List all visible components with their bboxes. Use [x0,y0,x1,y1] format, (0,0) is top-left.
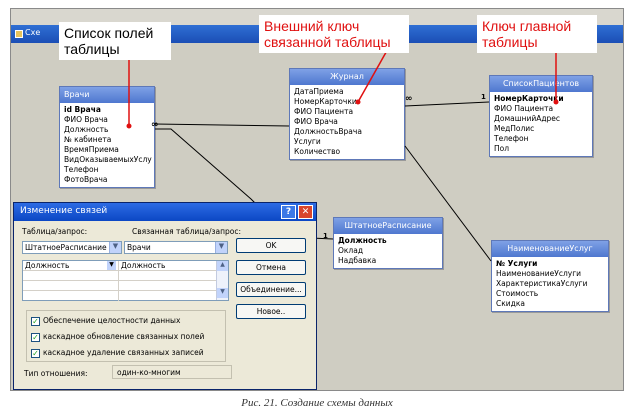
create-new-button[interactable]: Новое.. [236,304,306,319]
field-item[interactable]: Телефон [64,165,99,174]
field-item[interactable]: Количество [294,147,341,156]
table-services-title[interactable]: НаименованиеУслуг [492,241,608,257]
grid-cell-right[interactable] [119,281,216,291]
field-item[interactable]: Должность [338,236,387,245]
checkbox-label: каскадное обновление связанных полей [43,332,205,341]
field-item[interactable]: ДатаПриема [294,87,344,96]
integrity-options: ✓Обеспечение целостности данных ✓каскадн… [26,310,226,362]
grid-cell-right[interactable] [119,291,216,301]
table-doctors-fields: id Врача ФИО Врача Должность № кабинета … [60,103,154,187]
field-item[interactable]: Услуги [294,137,321,146]
table-journal-fields: ДатаПриема НомерКарточки ФИО Пациента ФИ… [290,85,404,159]
field-item[interactable]: ХарактеристикаУслуги [496,279,588,288]
table-combo[interactable]: ШтатноеРасписание ▼ [22,241,122,254]
grid-row[interactable] [23,291,216,301]
grid-left-value: Должность [25,261,70,270]
window-title-text: Схе [25,28,41,37]
callout-primary-key: Ключ главной таблицы [477,15,597,53]
figure-caption: Рис. 21. Создание схемы данных [241,397,393,409]
field-item[interactable]: № Услуги [496,259,538,268]
field-item[interactable]: Оклад [338,246,364,255]
window-icon [15,30,23,38]
table-doctors-title[interactable]: Врачи [60,87,154,103]
edit-relationships-dialog[interactable]: Изменение связей ? ✕ Таблица/запрос: Свя… [13,202,317,390]
cancel-button[interactable]: Отмена [236,260,306,275]
table-services[interactable]: НаименованиеУслуг № Услуги НаименованиеУ… [491,240,609,312]
grid-row[interactable]: Должность ▼ Должность [23,261,216,271]
table-staff-title[interactable]: ШтатноеРасписание [334,218,442,234]
grid-cell-left[interactable] [23,281,119,291]
field-item[interactable]: Пол [494,144,510,153]
checkbox-label: каскадное удаление связанных записей [43,348,204,357]
chevron-down-icon[interactable]: ▼ [215,242,227,253]
grid-row[interactable] [23,281,216,291]
table-services-fields: № Услуги НаименованиеУслуги Характеристи… [492,257,608,311]
cascade-delete-checkbox[interactable]: ✓каскадное удаление связанных записей [31,348,204,358]
dialog-title: Изменение связей [20,206,108,216]
table-journal-title[interactable]: Журнал [290,69,404,85]
field-item[interactable]: № кабинета [64,135,112,144]
table-patients[interactable]: СписокПациентов НомерКарточки ФИО Пациен… [489,75,593,157]
chevron-down-icon[interactable]: ▼ [107,261,116,270]
table-staff[interactable]: ШтатноеРасписание Должность Оклад Надбав… [333,217,443,269]
close-icon[interactable]: ✕ [298,205,313,219]
related-table-label: Связанная таблица/запрос: [132,227,242,236]
table-staff-fields: Должность Оклад Надбавка [334,234,442,268]
callout-fields-list: Список полей таблицы [59,22,171,60]
relation-type-value: один-ко-многим [112,365,232,379]
field-item[interactable]: Скидка [496,299,525,308]
field-item[interactable]: Стоимость [496,289,539,298]
field-item[interactable]: Телефон [494,134,529,143]
help-icon[interactable]: ? [281,205,296,219]
field-item[interactable]: ВремяПриема [64,145,119,154]
field-item[interactable]: ФИО Пациента [494,104,554,113]
grid-cell-left[interactable] [23,291,119,301]
enforce-integrity-checkbox[interactable]: ✓Обеспечение целостности данных [31,316,180,326]
join-type-button[interactable]: Объединение... [236,282,306,297]
grid-cell-left[interactable] [23,271,119,281]
field-item[interactable]: МедПолис [494,124,535,133]
field-item[interactable]: ФИО Врача [294,117,338,126]
callout-foreign-key: Внешний ключ связанной таблицы [259,15,409,53]
field-item[interactable]: id Врача [64,105,101,114]
table-patients-fields: НомерКарточки ФИО Пациента ДомашнийАдрес… [490,92,592,156]
related-table-combo[interactable]: Врачи ▼ [124,241,228,254]
scroll-down-icon[interactable]: ▼ [217,288,228,298]
field-item[interactable]: НаименованиеУслуги [496,269,582,278]
grid-cell-left[interactable]: Должность ▼ [23,261,119,271]
related-combo-value: Врачи [127,243,151,252]
field-item[interactable]: ФИО Врача [64,115,108,124]
ok-button[interactable]: OK [236,238,306,253]
relation-type-label: Тип отношения: [24,369,88,378]
scroll-up-icon[interactable]: ▲ [217,261,228,271]
cascade-update-checkbox[interactable]: ✓каскадное обновление связанных полей [31,332,204,342]
field-item[interactable]: ДомашнийАдрес [494,114,561,123]
check-icon[interactable]: ✓ [31,348,40,358]
table-combo-value: ШтатноеРасписание [25,243,107,252]
field-item[interactable]: Надбавка [338,256,377,265]
table-doctors[interactable]: Врачи id Врача ФИО Врача Должность № каб… [59,86,155,188]
field-item[interactable]: ФИО Пациента [294,107,354,116]
checkbox-label: Обеспечение целостности данных [43,316,181,325]
check-icon[interactable]: ✓ [31,316,40,326]
table-journal[interactable]: Журнал ДатаПриема НомерКарточки ФИО Паци… [289,68,405,160]
field-item[interactable]: Должность [64,125,109,134]
grid-right-value: Должность [121,261,166,270]
grid-scrollbar[interactable]: ▲ ▼ [216,261,228,300]
table-patients-title[interactable]: СписокПациентов [490,76,592,92]
dialog-title-bar[interactable]: Изменение связей ? ✕ [14,203,316,221]
chevron-down-icon[interactable]: ▼ [109,242,121,253]
check-icon[interactable]: ✓ [31,332,40,342]
grid-row[interactable] [23,271,216,281]
field-item[interactable]: НомерКарточки [294,97,357,106]
grid-cell-right[interactable] [119,271,216,281]
field-item[interactable]: ДолжностьВрача [294,127,362,136]
table-query-label: Таблица/запрос: [22,227,88,236]
field-item[interactable]: НомерКарточки [494,94,564,103]
screenshot-area: Схе Врачи id Врача ФИО Врача Должность №… [10,8,624,391]
join-fields-grid[interactable]: Должность ▼ Должность ▲ ▼ [22,260,229,301]
field-item[interactable]: ВидОказываемыхУслуг [64,155,152,164]
grid-cell-right[interactable]: Должность [119,261,216,271]
field-item[interactable]: ФотоВрача [64,175,108,184]
